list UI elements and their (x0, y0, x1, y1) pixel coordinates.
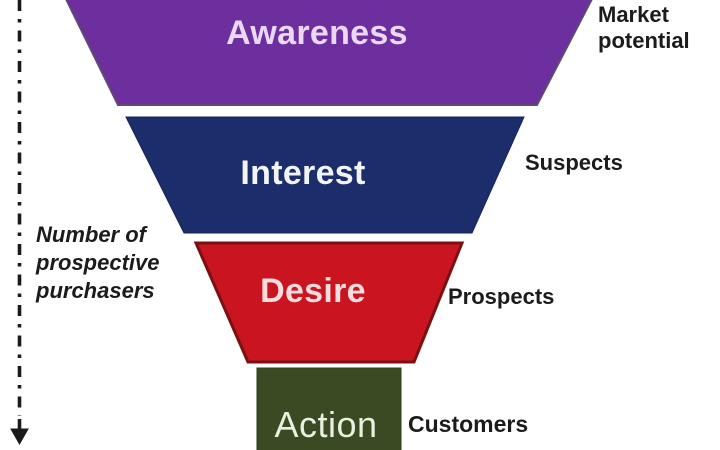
awareness-trapezoid (65, 0, 593, 106)
y-axis-label: Number of prospective purchasers (36, 222, 160, 303)
funnel-stage-desire-label: Desire (260, 272, 366, 310)
funnel-stage-interest-shape (125, 116, 525, 234)
funnel-stage-desire-shape (193, 241, 465, 364)
action-rectangle (256, 367, 402, 450)
funnel-stage-action-label: Action (274, 404, 378, 445)
funnel-stage-awareness-shape (65, 0, 593, 106)
funnel-stage-action-shape (256, 367, 402, 450)
interest-trapezoid (125, 116, 525, 234)
down-arrow (10, 0, 29, 446)
funnel-stage-awareness-label: Awareness (226, 14, 408, 52)
side-label-market-potential: Market potential (598, 2, 690, 53)
side-label-suspects: Suspects (525, 150, 623, 175)
side-label-prospects: Prospects (448, 284, 555, 309)
side-label-customers: Customers (408, 411, 529, 437)
down-arrowhead-icon (10, 428, 29, 446)
desire-trapezoid (193, 241, 465, 364)
funnel-stage-interest-label: Interest (240, 154, 366, 192)
